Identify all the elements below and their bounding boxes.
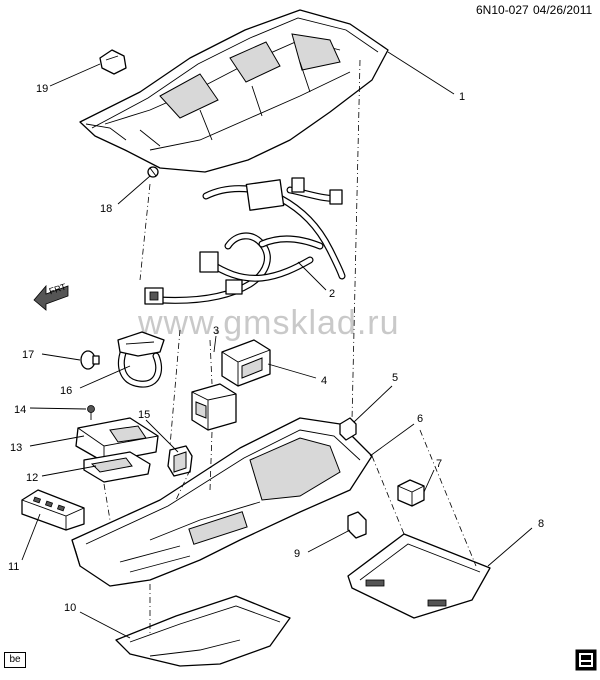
- callout-4: 4: [321, 375, 327, 387]
- front-direction-arrow: FRT: [33, 281, 69, 311]
- part-4-switch: [221, 339, 271, 387]
- callout-13: 13: [10, 442, 22, 454]
- callout-8: 8: [538, 518, 544, 530]
- callout-6: 6: [417, 413, 423, 425]
- diagram-date: 04/26/2011: [533, 3, 592, 17]
- callout-5: 5: [392, 372, 398, 384]
- part-1-roof-frame: [79, 9, 389, 173]
- part-8-door: [347, 533, 491, 619]
- callout-19: 19: [36, 83, 48, 95]
- part-6-console-housing: [71, 417, 373, 587]
- callout-15: 15: [138, 409, 150, 421]
- callout-17: 17: [22, 349, 34, 361]
- part-16-bulb-socket-harness: [117, 331, 165, 388]
- part-19-clip: [99, 49, 127, 75]
- callout-11: 11: [8, 561, 19, 573]
- part-7-lens: [397, 479, 425, 507]
- callout-16: 16: [60, 385, 72, 397]
- part-17-bulb: [80, 350, 100, 370]
- part-18-retainer: [147, 166, 159, 178]
- callout-7: 7: [436, 458, 442, 470]
- part-2-wiring-harness: [144, 177, 346, 305]
- callout-18: 18: [100, 203, 112, 215]
- corner-tag: be: [4, 652, 26, 668]
- part-12-lamp: [83, 451, 151, 483]
- callout-3: 3: [213, 325, 219, 337]
- leader-lines: [21, 51, 533, 639]
- part-13-lamp-housing: [75, 417, 159, 463]
- part-15-connector: [167, 445, 193, 477]
- callout-2: 2: [329, 288, 335, 300]
- part-5-clip: [339, 417, 357, 441]
- callout-10: 10: [64, 602, 76, 614]
- part-9-clip: [347, 511, 367, 539]
- diagram-code: 6N10-027: [476, 3, 529, 17]
- part-14-screw: [87, 405, 95, 420]
- part-11-switch-bank: [21, 489, 85, 531]
- gm-badge-icon: [575, 649, 597, 671]
- callout-14: 14: [14, 404, 26, 416]
- alignment-lines: [103, 59, 477, 636]
- watermark: www.gmsklad.ru: [137, 304, 400, 342]
- part-3-switch: [191, 383, 237, 431]
- callout-9: 9: [294, 548, 300, 560]
- callout-1: 1: [459, 91, 465, 103]
- callout-12: 12: [26, 472, 38, 484]
- callout-numbers: 1 2 3 4 5 6 7 8 9 10 11 12 13 14 15 16 1…: [8, 83, 544, 614]
- part-10-trim: [115, 595, 291, 667]
